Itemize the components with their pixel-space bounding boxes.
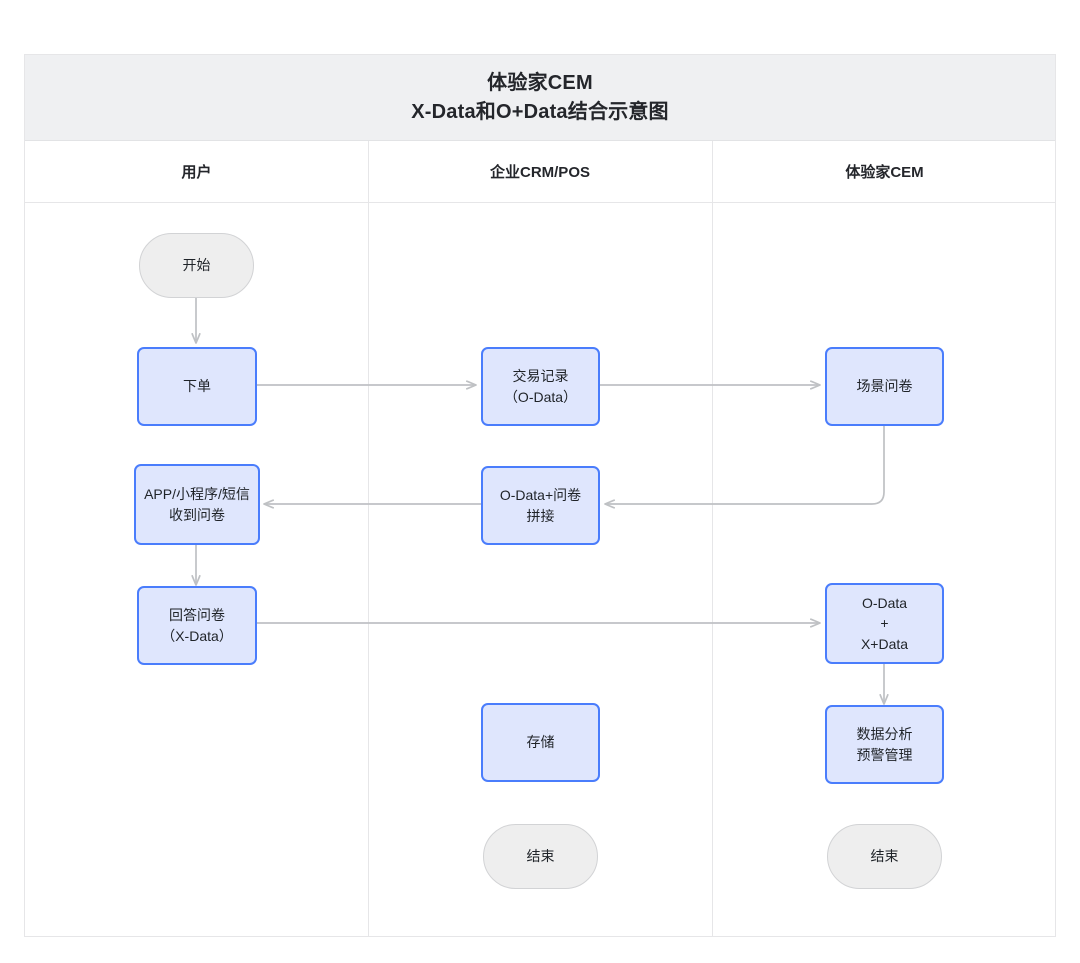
- node-scene-questionnaire[interactable]: 场景问卷: [825, 347, 944, 426]
- node-end-crm[interactable]: 结束: [483, 824, 598, 889]
- lane-header-row: 用户 企业CRM/POS 体验家CEM: [25, 141, 1055, 203]
- node-place-order[interactable]: 下单: [137, 347, 257, 426]
- node-answer-questionnaire[interactable]: 回答问卷 （X-Data）: [137, 586, 257, 665]
- node-data-analysis[interactable]: 数据分析 预警管理: [825, 705, 944, 784]
- diagram-title-band: 体验家CEM X-Data和O+Data结合示意图: [25, 55, 1055, 141]
- diagram-title-line-2: X-Data和O+Data结合示意图: [411, 100, 669, 123]
- node-end-cem[interactable]: 结束: [827, 824, 942, 889]
- lane-header-crm-pos: 企业CRM/POS: [489, 164, 590, 181]
- lane-divider-2: [712, 141, 713, 937]
- swimlane-diagram: 体验家CEM X-Data和O+Data结合示意图 用户 企业CRM/POS 体…: [24, 54, 1056, 937]
- node-receive-questionnaire[interactable]: APP/小程序/短信 收到问卷: [134, 464, 260, 545]
- node-storage[interactable]: 存储: [481, 703, 600, 782]
- node-odata-plus-xdata[interactable]: O-Data + X+Data: [825, 583, 944, 664]
- lane-header-cem: 体验家CEM: [845, 164, 924, 181]
- node-canvas: 开始 下单 APP/小程序/短信 收到问卷 回答问卷 （X-Data） 交易记录…: [25, 55, 1057, 938]
- node-start[interactable]: 开始: [139, 233, 254, 298]
- diagram-title-line-1: 体验家CEM: [487, 71, 593, 94]
- lane-header-user: 用户: [181, 164, 212, 181]
- node-transaction-record[interactable]: 交易记录 （O-Data）: [481, 347, 600, 426]
- lane-divider-1: [368, 141, 369, 937]
- node-odata-questionnaire-merge[interactable]: O-Data+问卷 拼接: [481, 466, 600, 545]
